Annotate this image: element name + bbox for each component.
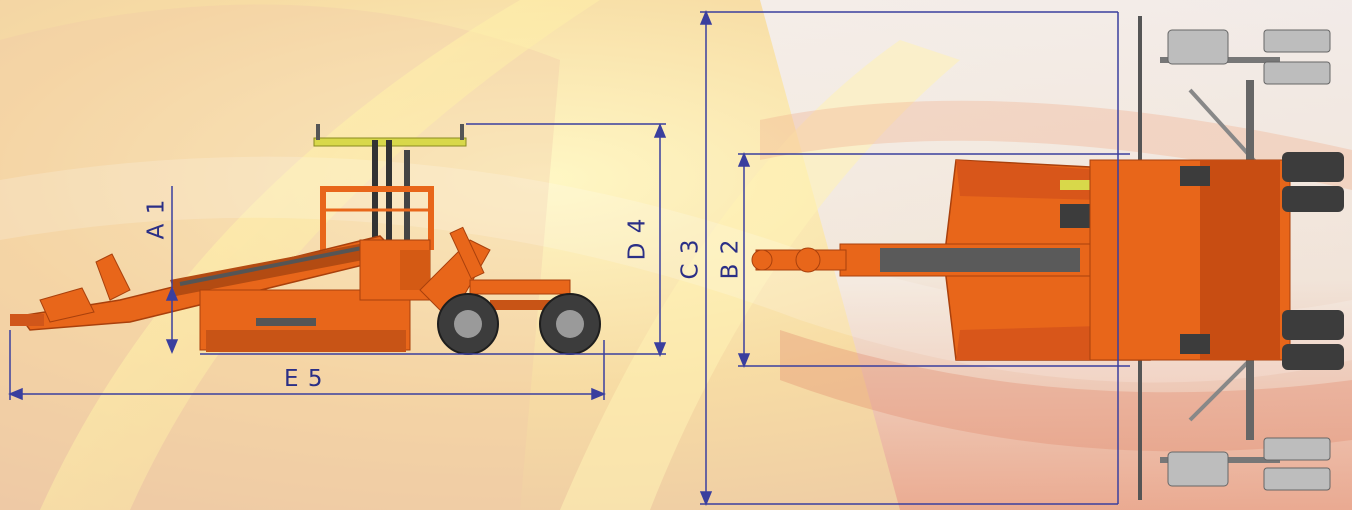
side-view-dimensions [8,123,667,401]
dimension-label-d4: D 4 [624,217,651,261]
dimension-label-b2: B 2 [717,238,744,280]
side-view-machine [10,124,601,355]
top-view-machine [751,16,1344,500]
dimension-label-e5: E 5 [284,366,324,392]
dimension-label-a1: A 1 [143,198,170,240]
top-view-dimensions [699,10,1130,506]
dimension-label-c3: C 3 [677,238,704,280]
